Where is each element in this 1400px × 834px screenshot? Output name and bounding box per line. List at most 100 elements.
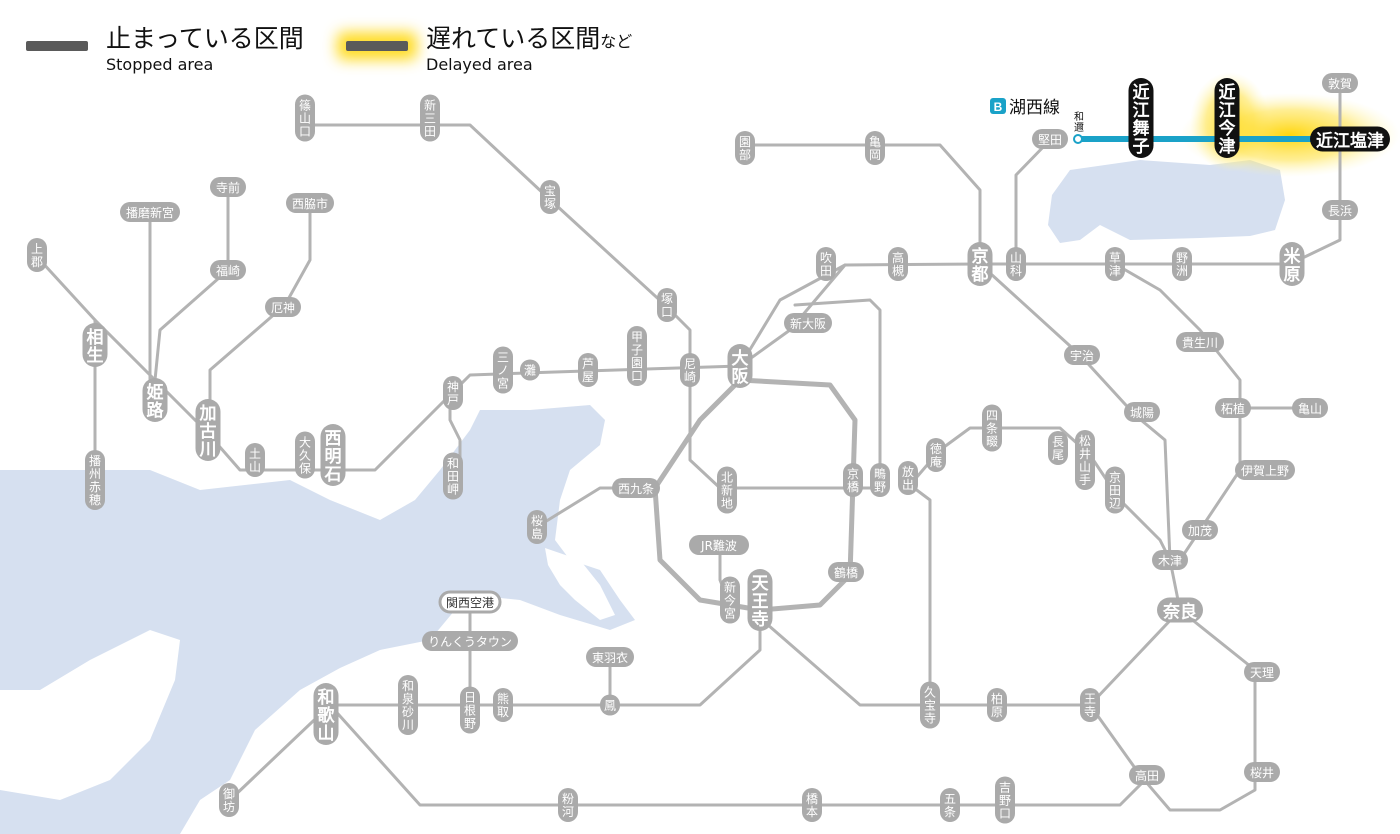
station-kakogawa[interactable]: 加古川 [195,399,221,461]
station-sonobe[interactable]: 園部 [735,131,755,165]
station-tenri[interactable]: 天理 [1244,662,1280,682]
station-sannomiya[interactable]: 三ノ宮 [493,346,513,394]
station-yasu[interactable]: 野洲 [1172,247,1192,281]
station-kyobashi[interactable]: 京橋 [843,463,863,497]
station-kamigori[interactable]: 上郡 [27,238,47,272]
station-teramae[interactable]: 寺前 [210,177,246,197]
station-wakayama[interactable]: 和歌山 [313,683,339,745]
station-nagahama[interactable]: 長浜 [1322,200,1358,220]
station-marker [689,535,749,555]
station-hanaten[interactable]: 放出 [898,461,918,495]
station-harimashingu[interactable]: 播磨新宮 [120,202,180,222]
station-label: 山科 [1010,251,1022,278]
station-kyuhoji[interactable]: 久宝寺 [920,681,940,729]
station-matsuiyamate[interactable]: 松井山手 [1075,430,1095,490]
station-label: 宇治 [1070,349,1094,363]
station-omishiotsu[interactable]: 近江塩津 [1310,126,1390,152]
station-hineno[interactable]: 日根野 [460,686,480,734]
awaji-gap [0,630,180,800]
station-koshienguchi[interactable]: 甲子園口 [627,326,647,386]
station-sasayamaguchi[interactable]: 篠山口 [295,94,315,142]
station-gobo[interactable]: 御坊 [219,783,239,817]
station-dobayama[interactable]: 土山 [245,443,265,477]
station-yamashina[interactable]: 山科 [1006,247,1026,281]
station-label: 粉河 [562,792,574,819]
station-kameyama[interactable]: 亀山 [1292,398,1328,418]
station-tsuruga[interactable]: 敦賀 [1322,73,1358,93]
station-marker [898,461,918,495]
station-label: 甲子園口 [631,330,643,383]
station-okubo[interactable]: 大久保 [295,431,315,479]
station-sakurajima[interactable]: 桜島 [527,510,547,544]
station-marker [210,260,246,280]
station-maibara[interactable]: 米原 [1279,242,1305,286]
station-nara[interactable]: 奈良 [1157,597,1203,623]
station-takarazuka[interactable]: 宝塚 [540,180,560,214]
station-rinku[interactable]: りんくうタウン [422,631,518,651]
line-kakogawa [208,203,312,442]
station-kamo[interactable]: 加茂 [1182,520,1218,540]
station-kibukawa[interactable]: 貴生川 [1176,332,1224,352]
station-sakurai[interactable]: 桜井 [1244,762,1280,782]
station-shinosaka[interactable]: 新大阪 [784,313,832,333]
station-katata[interactable]: 堅田 [1032,129,1068,149]
station-amagasaki[interactable]: 尼崎 [680,353,700,387]
station-gojo[interactable]: 五条 [940,788,960,822]
station-takada[interactable]: 高田 [1129,765,1165,785]
station-tsuge[interactable]: 柘植 [1215,398,1251,418]
station-higashihagoromo[interactable]: 東羽衣 [586,647,634,667]
station-label: 草津 [1109,251,1121,278]
station-nishiakashi[interactable]: 西明石 [320,424,346,486]
station-aioi[interactable]: 相生 [82,323,108,367]
station-nagao[interactable]: 長尾 [1048,431,1068,465]
station-izumisunagawa[interactable]: 和泉砂川 [398,675,418,735]
station-label: 京田辺 [1109,471,1121,511]
station-kyoto[interactable]: 京都 [967,242,993,286]
station-kokawa[interactable]: 粉河 [558,788,578,822]
station-osaka[interactable]: 大阪 [727,344,753,388]
station-uji[interactable]: 宇治 [1064,345,1100,365]
station-shigino[interactable]: 鴫野 [870,463,890,497]
station-shijonawate[interactable]: 四条畷 [982,404,1002,452]
station-wani[interactable]: 和邇 [1070,107,1088,137]
station-hashimoto[interactable]: 橋本 [802,788,822,822]
station-omimaiko[interactable]: 近江舞子 [1128,78,1154,158]
station-otori[interactable]: 鳳 [600,694,620,716]
station-oji[interactable]: 王寺 [1080,688,1100,722]
station-wadamisaki[interactable]: 和田岬 [443,452,463,500]
station-tennoji[interactable]: 天王寺 [747,569,773,631]
station-kumatori[interactable]: 熊取 [493,688,513,722]
station-yakujin[interactable]: 厄神 [265,297,301,317]
station-tokuan[interactable]: 徳庵 [926,438,946,472]
station-yoshinoguchi[interactable]: 吉野口 [995,776,1015,824]
station-kizu[interactable]: 木津 [1152,550,1188,570]
station-kobe[interactable]: 神戸 [443,376,463,410]
station-nada[interactable]: 灘 [520,359,540,381]
station-marker [1105,247,1125,281]
station-igaueno[interactable]: 伊賀上野 [1235,460,1295,480]
station-suita[interactable]: 吹田 [816,247,836,281]
station-himeji[interactable]: 姫路 [142,378,168,422]
kosei-badge [990,98,1006,114]
station-jrnamba[interactable]: JR難波 [689,535,749,555]
station-label: 吹田 [820,251,832,278]
station-omiimazu[interactable]: 近江今津 [1214,78,1240,158]
station-kitashinchi[interactable]: 北新地 [717,466,737,514]
station-kanku[interactable]: 関西空港 [438,590,502,614]
station-nishiwakishi[interactable]: 西脇市 [286,193,334,213]
station-takatsuki[interactable]: 高槻 [888,247,908,281]
station-kusatsu[interactable]: 草津 [1105,247,1125,281]
station-shinimamiya[interactable]: 新今宮 [720,576,740,624]
station-marker [888,247,908,281]
station-banshuako[interactable]: 播州赤穂 [85,450,105,510]
station-fukusaki[interactable]: 福崎 [210,260,246,280]
station-joyo[interactable]: 城陽 [1124,402,1160,422]
station-shinsanda[interactable]: 新三田 [420,94,440,142]
station-kyotanabe[interactable]: 京田辺 [1105,466,1125,514]
station-kashiwara[interactable]: 柏原 [987,688,1007,722]
station-tsuruhashi[interactable]: 鶴橋 [828,562,864,582]
station-nishikujo[interactable]: 西九条 [612,478,660,498]
station-kameoka[interactable]: 亀岡 [865,131,885,165]
station-ashiya[interactable]: 芦屋 [578,353,598,387]
station-tsukaguchi[interactable]: 塚口 [657,288,677,322]
